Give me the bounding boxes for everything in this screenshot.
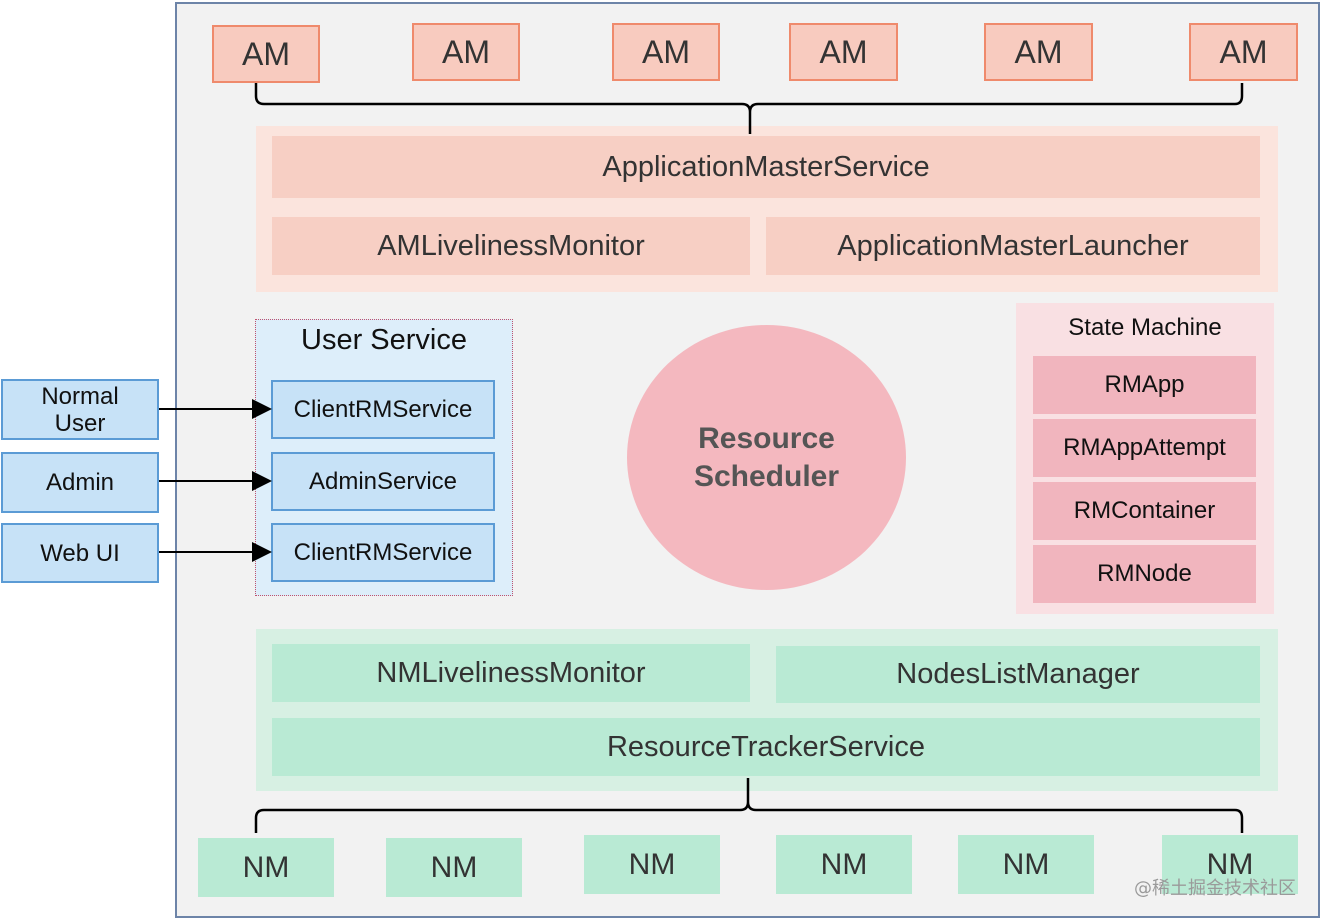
resource-scheduler-label: Resource Scheduler <box>693 421 840 493</box>
state-rmapp: RMApp <box>1033 356 1256 414</box>
am-node: AM <box>1189 23 1298 81</box>
nm-node: NM <box>584 835 720 894</box>
application-master-service: ApplicationMasterService <box>272 136 1260 198</box>
actor-normal-user: Normal User <box>1 379 159 440</box>
state-machine-title: State Machine <box>1068 314 1222 341</box>
nm-node: NM <box>198 838 334 897</box>
state-rmnode: RMNode <box>1033 545 1256 603</box>
resource-tracker-service: ResourceTrackerService <box>272 718 1260 776</box>
nm-liveliness-monitor: NMLivelinessMonitor <box>272 644 750 702</box>
state-rmappattempt: RMAppAttempt <box>1033 419 1256 477</box>
nodes-list-manager: NodesListManager <box>776 646 1260 703</box>
state-rmcontainer: RMContainer <box>1033 482 1256 540</box>
user-service-title: User Service <box>301 324 467 356</box>
am-node: AM <box>789 23 898 81</box>
nm-brace <box>254 778 1244 833</box>
nm-node: NM <box>386 838 522 897</box>
application-master-launcher: ApplicationMasterLauncher <box>766 217 1260 275</box>
actor-web-ui: Web UI <box>1 523 159 583</box>
am-node: AM <box>412 23 520 81</box>
client-rm-service-web: ClientRMService <box>271 523 495 582</box>
actor-normal-user-label: Normal User <box>41 382 119 437</box>
watermark: @稀土掘金技术社区 <box>1134 878 1296 899</box>
nm-node: NM <box>958 835 1094 894</box>
am-liveliness-monitor: AMLivelinessMonitor <box>272 217 750 275</box>
am-node: AM <box>212 25 320 83</box>
admin-service: AdminService <box>271 452 495 511</box>
nm-node: NM <box>776 835 912 894</box>
resource-scheduler: Resource Scheduler <box>627 325 906 590</box>
client-rm-service: ClientRMService <box>271 380 495 439</box>
am-node: AM <box>612 23 720 81</box>
actor-admin: Admin <box>1 452 159 513</box>
nm-node: NM <box>1162 835 1298 894</box>
am-node: AM <box>984 23 1093 81</box>
am-brace <box>254 83 1244 134</box>
